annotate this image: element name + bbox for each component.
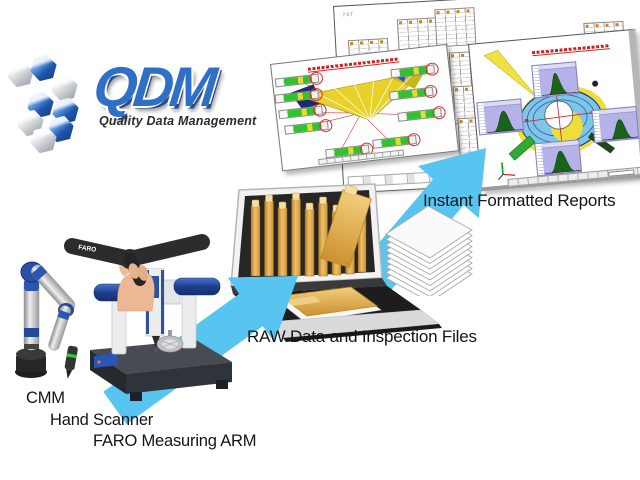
hexagon-icon: [48, 73, 80, 103]
measurement-callout: [388, 86, 434, 101]
measurement-callout: [397, 107, 443, 122]
caption-reports: Instant Formatted Reports: [423, 191, 616, 210]
histogram-panel: [534, 139, 583, 177]
histogram-panel: [476, 98, 525, 136]
measurement-callout: [274, 73, 320, 88]
label-hand-scanner: Hand Scanner: [50, 411, 154, 429]
qdm-brand-text: QDM: [90, 55, 217, 118]
histogram-panel: [591, 106, 640, 143]
caption-raw-data: RAW Data and Inspection Files: [247, 327, 477, 346]
leaning-folder-icon: [320, 184, 372, 269]
qdm-logo-hexagons: [6, 52, 106, 152]
measurement-callout: [372, 134, 417, 149]
measurement-callout: [284, 120, 329, 135]
report-screen-histograms: [468, 28, 640, 192]
dimension-table: [434, 7, 477, 48]
label-cmm: CMM: [26, 389, 65, 407]
hexagon-icon: [4, 59, 36, 89]
report-screen-bracket: [270, 43, 460, 172]
label-faro-arm: FARO Measuring ARM: [93, 432, 257, 450]
measurement-callout: [278, 105, 324, 120]
histogram-panel: [531, 61, 580, 99]
report-title-red: [531, 44, 611, 57]
measurement-callout: [274, 89, 320, 104]
probe-handle: [64, 345, 78, 379]
scanner-brand-text: FARO: [78, 244, 97, 254]
hexagon-icon: [27, 53, 59, 83]
report-title-red: [307, 57, 400, 73]
paper-stack-icon: [385, 205, 473, 296]
status-box: [608, 169, 635, 177]
workpiece-gear: [156, 330, 184, 353]
cmm-device: [90, 268, 232, 401]
laptop-with-folders: [230, 183, 442, 342]
measurement-callout: [390, 64, 436, 79]
hanging-folder-icons: [250, 184, 372, 277]
hand-scanner-device: FARO: [64, 234, 210, 312]
faro-arm-device: [15, 261, 78, 379]
drawing-number-text: 737: [342, 11, 355, 19]
qdm-tagline-text: Quality Data Management: [99, 114, 257, 128]
folder-on-keyboard-icon: [279, 286, 379, 317]
